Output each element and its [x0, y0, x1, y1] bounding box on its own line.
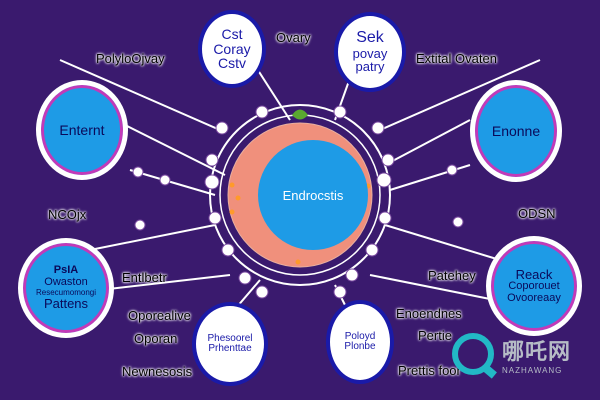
bottom-center-left-node: Phesoorel Prhenttae — [192, 302, 268, 386]
left-node: Enternt — [36, 80, 128, 180]
node-line: patry — [355, 59, 385, 75]
label-right-lower: Patehey — [428, 268, 476, 283]
node-line: Prhenttae — [208, 343, 252, 354]
center-label: Endrocstis — [282, 187, 344, 203]
watermark: 哪吒网 NAZHAWANG — [452, 322, 594, 386]
label-bottom-right-2: Pertie — [418, 328, 452, 343]
node-line: Cstv — [218, 55, 246, 72]
label-bottom-left-1: Oporealive — [128, 308, 191, 323]
node-line: Sek — [356, 28, 384, 46]
right-node: Enonne — [470, 80, 562, 182]
label-left-lower: Entlbetr — [122, 270, 167, 285]
node-line: Coray — [213, 40, 251, 57]
node-line: Reack — [515, 266, 553, 282]
watermark-cn: 哪吒网 — [502, 338, 572, 364]
label-top-right: Extital Ovaten — [416, 51, 497, 66]
node-line: Poloyd — [344, 330, 376, 342]
node-label: Enonne — [491, 122, 541, 139]
bottom-center-right-node: Poloyd Plonbe — [326, 300, 394, 384]
label-mid-right: ODSN — [518, 206, 556, 221]
node-line: Resecumomongi — [35, 287, 97, 297]
center-node: Endrocstis — [258, 140, 368, 250]
bottom-left-node: PsIA Owaston Resecumomongi Pattens — [18, 238, 114, 338]
node-line: Coporouet — [508, 280, 560, 293]
node-line: Phesoorel — [207, 332, 253, 344]
node-line: PsIA — [53, 264, 79, 277]
ring-beads — [132, 105, 464, 299]
node-line: Cst — [221, 25, 243, 42]
top-left-node: Cst Coray Cstv — [198, 10, 266, 88]
node-label: Enternt — [59, 121, 105, 138]
watermark-logo-icon — [452, 333, 494, 375]
bottom-right-node: Reack Coporouet Ovooreaay — [486, 236, 582, 336]
node-line: povay — [352, 45, 388, 61]
node-line: Ovooreaay — [507, 291, 561, 304]
label-bottom-left-3: Newnesosis — [122, 364, 193, 379]
watermark-en: NAZHAWANG — [502, 365, 563, 375]
label-top-center: Ovary — [276, 30, 311, 45]
label-bottom-left-2: Oporan — [134, 331, 178, 346]
label-bottom-right-3: Prettis foor — [398, 363, 461, 378]
node-line: Plonbe — [344, 341, 376, 352]
top-right-node: Sek povay patry — [334, 12, 406, 92]
label-mid-left: NCOjx — [48, 207, 87, 222]
node-line: Owaston — [44, 275, 88, 288]
label-top-left: PolyloOjvay — [96, 51, 165, 66]
leaf-icon — [292, 109, 308, 120]
node-line: Pattens — [43, 295, 89, 311]
label-bottom-right-1: Enoendnes — [396, 306, 462, 321]
